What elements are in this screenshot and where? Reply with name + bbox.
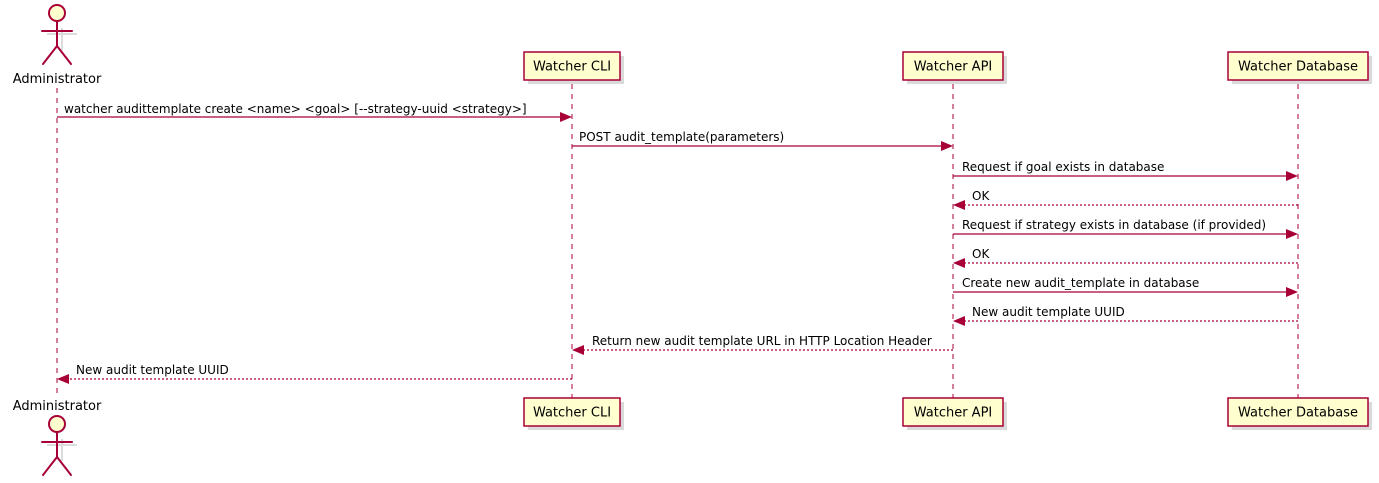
message-10-arrowhead [57,374,69,384]
participant-box-watcher-api-bottom[interactable]: Watcher API [902,397,1007,430]
message-1-arrowhead [560,112,572,122]
actor-label-administrator-bottom: Administrator [13,399,102,414]
box-rect-cli-bottom [523,397,621,427]
participant-box-watcher-cli-bottom[interactable]: Watcher CLI [523,397,624,430]
box-rect-db-top [1227,51,1369,81]
actor-right-leg-bottom [56,456,72,476]
message-9-arrowhead [572,345,584,355]
box-label-cli-top: Watcher CLI [533,60,611,75]
participant-box-watcher-api-top[interactable]: Watcher API [902,51,1007,84]
box-label-cli-bottom: Watcher CLI [533,406,611,421]
message-2-label: POST audit_template(parameters) [579,130,784,144]
message-1-label: watcher audittemplate create <name> <goa… [64,102,527,116]
box-rect-api-bottom [902,397,1004,427]
participant-box-watcher-cli-top[interactable]: Watcher CLI [523,51,624,84]
actor-administrator-top[interactable]: Administrator [13,4,102,87]
actor-head-icon-bottom [48,415,66,433]
lifelines [56,84,1299,398]
message-3-label: Request if goal exists in database [962,160,1164,174]
message-4[interactable]: OK [953,189,1298,210]
message-8-arrowhead [953,316,965,326]
message-3[interactable]: Request if goal exists in database [953,160,1298,181]
message-5-label: Request if strategy exists in database (… [962,218,1266,232]
message-10-label: New audit template UUID [76,363,229,377]
message-10[interactable]: New audit template UUID [57,363,572,384]
message-1[interactable]: watcher audittemplate create <name> <goa… [57,102,572,122]
message-2-arrowhead [941,141,953,151]
message-8[interactable]: New audit template UUID [953,305,1298,326]
actor-administrator-bottom[interactable]: Administrator [13,399,102,476]
message-5-arrowhead [1286,229,1298,239]
box-label-api-top: Watcher API [914,60,993,75]
message-4-arrowhead [953,200,965,210]
participant-box-watcher-database-top[interactable]: Watcher Database [1227,51,1372,84]
message-5[interactable]: Request if strategy exists in database (… [953,218,1298,239]
box-rect-db-bottom [1227,397,1369,427]
box-rect-cli-top [523,51,621,81]
box-label-api-bottom: Watcher API [914,406,993,421]
message-9[interactable]: Return new audit template URL in HTTP Lo… [572,334,953,355]
message-2[interactable]: POST audit_template(parameters) [572,130,953,151]
box-label-db-bottom: Watcher Database [1238,406,1358,421]
actor-left-leg-bottom [42,456,58,476]
box-rect-api-top [902,51,1004,81]
message-7-label: Create new audit_template in database [962,276,1199,290]
box-label-db-top: Watcher Database [1238,60,1358,75]
message-9-label: Return new audit template URL in HTTP Lo… [592,334,932,348]
message-6[interactable]: OK [953,247,1298,268]
actor-right-leg [56,45,72,65]
message-7-arrowhead [1286,287,1298,297]
actor-head-icon [48,4,66,22]
message-7[interactable]: Create new audit_template in database [953,276,1298,297]
message-6-arrowhead [953,258,965,268]
message-6-label: OK [972,247,990,261]
message-8-label: New audit template UUID [972,305,1125,319]
actor-label-administrator-top: Administrator [13,72,102,87]
message-3-arrowhead [1286,171,1298,181]
actor-left-leg [42,45,58,65]
message-4-label: OK [972,189,990,203]
participant-box-watcher-database-bottom[interactable]: Watcher Database [1227,397,1372,430]
